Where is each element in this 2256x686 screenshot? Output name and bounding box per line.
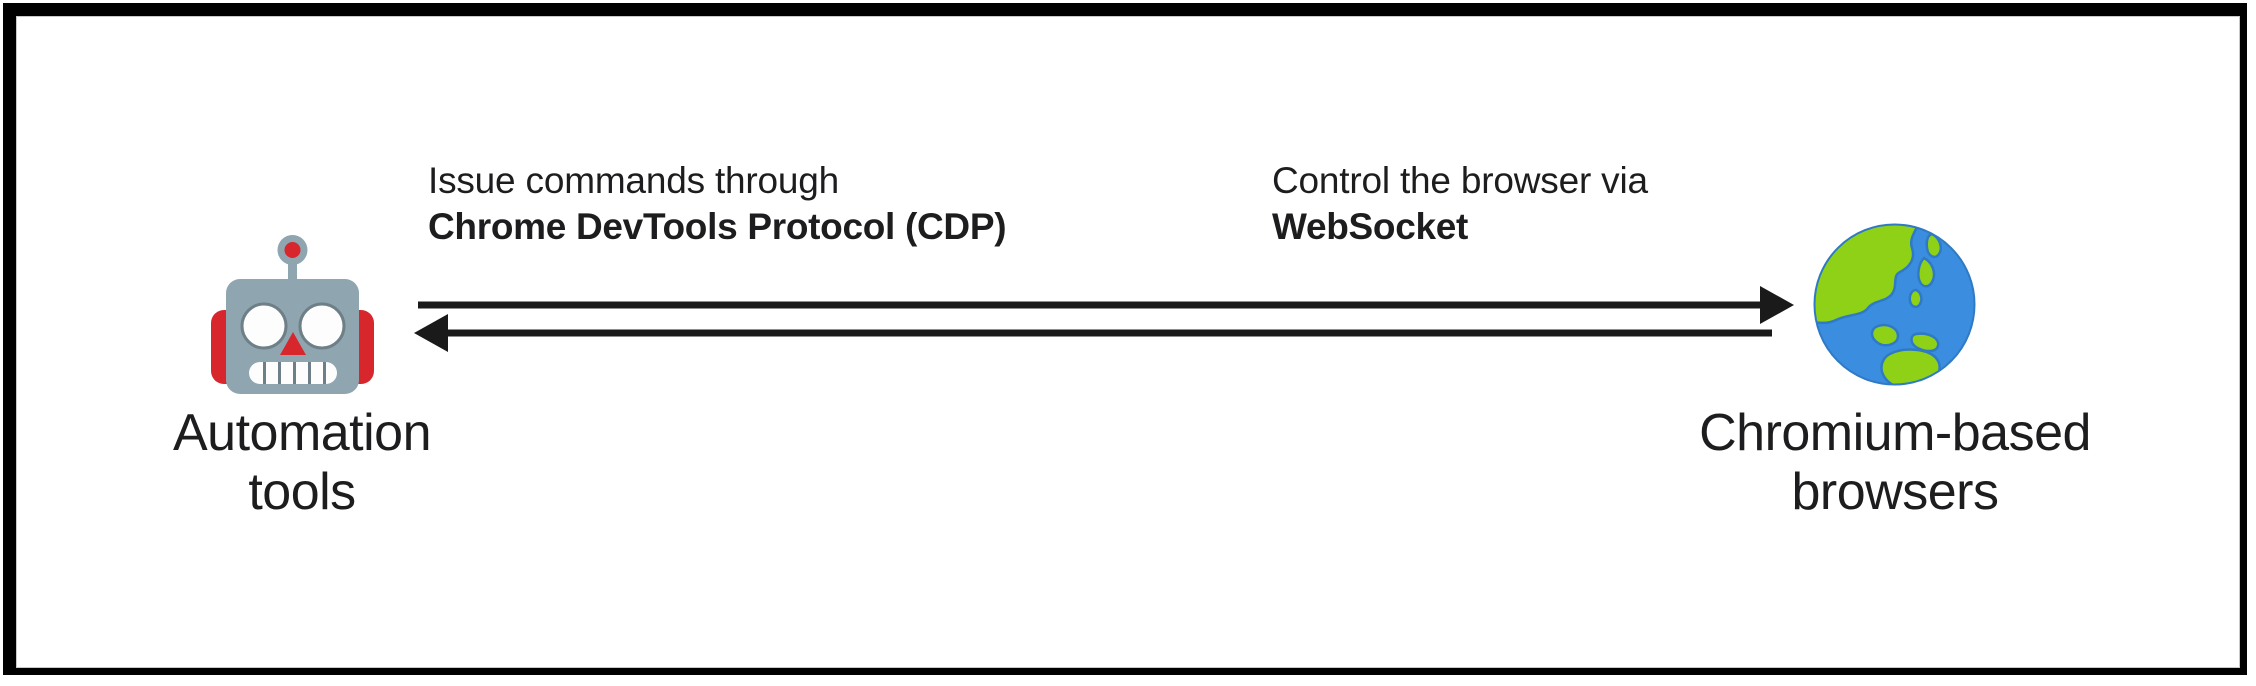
node-caption-chromium-browsers: Chromium-based browsers [1625,404,2165,523]
edge-label-cdp-line1: Issue commands through [428,160,840,201]
arrow-browser-to-commands [414,314,1772,352]
arrow-commands-to-browser [418,286,1794,324]
edge-label-cdp: Issue commands through Chrome DevTools P… [428,158,1007,250]
node-caption-chromium-browsers-line2: browsers [1791,463,1999,522]
edge-label-websocket-line1: Control the browser via [1272,160,1648,201]
edge-label-websocket-line2: WebSocket [1272,205,1469,247]
node-caption-automation-tools: Automation tools [102,404,502,523]
globe-asia-icon [1812,222,1977,387]
edge-label-cdp-line2: Chrome DevTools Protocol (CDP) [428,205,1007,247]
node-caption-automation-tools-line1: Automation [172,404,432,462]
robot-icon [205,222,380,397]
node-caption-chromium-browsers-line1: Chromium-based [1699,404,2091,462]
bidirectional-arrows [400,280,1800,360]
node-caption-automation-tools-line2: tools [248,463,356,522]
edge-label-websocket: Control the browser via WebSocket [1272,158,1648,250]
